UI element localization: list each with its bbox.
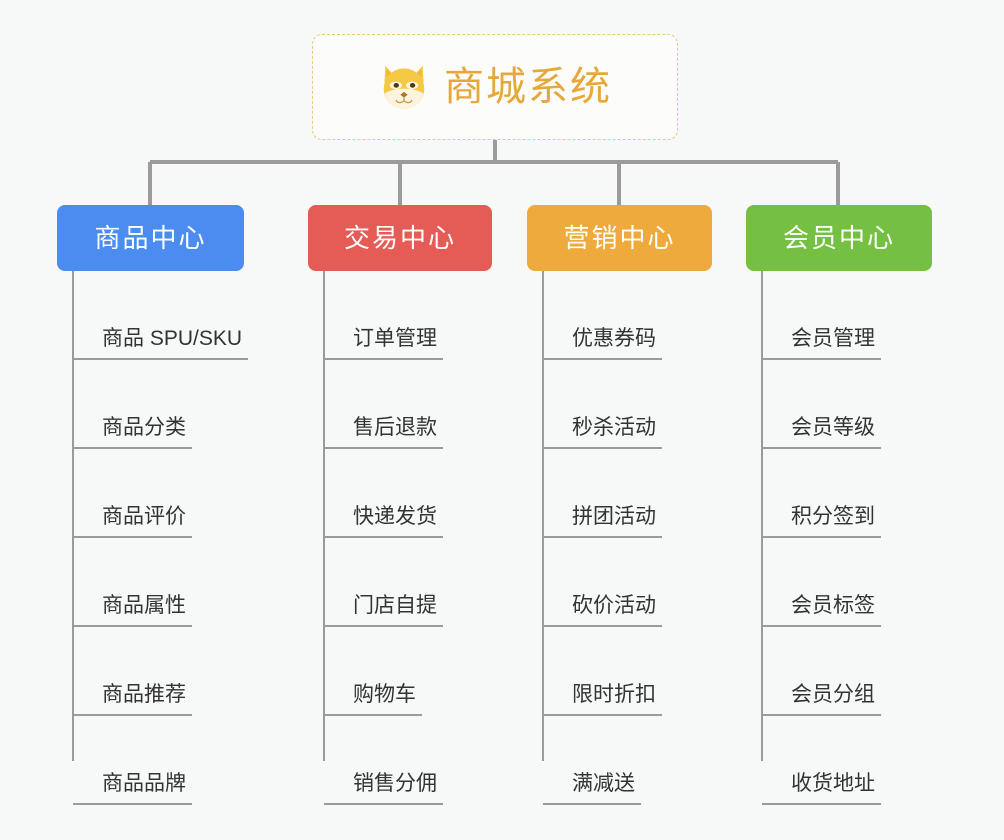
leaf-label: 售后退款 [324,417,443,449]
branch-product-center: 商品中心商品 SPU/SKU 商品分类商品评价商品属性商品推荐商品品牌 [57,205,249,805]
leaf-node[interactable]: 订单管理 [324,271,492,360]
leaf-label: 商品评价 [73,506,192,538]
branch-header-label: 商品中心 [94,223,207,253]
leaf-node[interactable]: 售后退款 [324,360,492,449]
leaf-label: 会员管理 [762,328,881,360]
leaf-node[interactable]: 秒杀活动 [543,360,712,449]
leaf-label: 订单管理 [324,328,443,360]
branch-trade-center: 交易中心订单管理售后退款快递发货门店自提购物车销售分佣 [308,205,492,805]
leaf-label: 积分签到 [762,506,881,538]
branch-header-member-center[interactable]: 会员中心 [746,205,932,271]
leaf-label: 会员等级 [762,417,881,449]
leaf-label: 会员标签 [762,595,881,627]
branch-header-label: 交易中心 [343,223,456,253]
leaf-node[interactable]: 限时折扣 [543,627,712,716]
leaf-node[interactable]: 会员等级 [762,360,932,449]
branch-member-center: 会员中心会员管理会员等级积分签到会员标签会员分组收货地址 [746,205,932,805]
branch-header-product-center[interactable]: 商品中心 [57,205,244,271]
leaf-node[interactable]: 砍价活动 [543,538,712,627]
leaf-node[interactable]: 商品分类 [73,360,244,449]
branch-children-marketing-center: 优惠券码秒杀活动拼团活动砍价活动限时折扣满减送 [527,271,712,805]
leaf-node[interactable]: 商品品牌 [73,716,244,805]
branch-header-marketing-center[interactable]: 营销中心 [527,205,712,271]
leaf-label: 收货地址 [762,773,881,805]
branch-header-label: 营销中心 [563,223,676,253]
leaf-node[interactable]: 销售分佣 [324,716,492,805]
leaf-label: 秒杀活动 [543,417,662,449]
branch-header-label: 会员中心 [782,223,895,253]
leaf-node[interactable]: 商品推荐 [73,627,244,716]
branch-children-trade-center: 订单管理售后退款快递发货门店自提购物车销售分佣 [308,271,492,805]
leaf-label: 商品推荐 [73,684,192,716]
leaf-label: 销售分佣 [324,773,443,805]
leaf-label: 快递发货 [324,506,443,538]
leaf-label: 商品品牌 [73,773,192,805]
leaf-node[interactable]: 商品 SPU/SKU [73,271,249,360]
leaf-node[interactable]: 优惠券码 [543,271,712,360]
leaf-label: 砍价活动 [543,595,662,627]
leaf-node[interactable]: 积分签到 [762,449,932,538]
branch-spine [542,271,544,761]
branch-spine [323,271,325,761]
leaf-node[interactable]: 会员标签 [762,538,932,627]
leaf-label: 商品分类 [73,417,192,449]
branch-spine [72,271,74,761]
leaf-node[interactable]: 会员分组 [762,627,932,716]
branch-marketing-center: 营销中心优惠券码秒杀活动拼团活动砍价活动限时折扣满减送 [527,205,712,805]
shiba-dog-face-icon [383,65,425,109]
leaf-node[interactable]: 快递发货 [324,449,492,538]
leaf-node[interactable]: 收货地址 [762,716,932,805]
leaf-node[interactable]: 商品属性 [73,538,244,627]
leaf-node[interactable]: 拼团活动 [543,449,712,538]
leaf-node[interactable]: 满减送 [543,716,712,805]
leaf-node[interactable]: 会员管理 [762,271,932,360]
leaf-node[interactable]: 门店自提 [324,538,492,627]
leaf-node[interactable]: 购物车 [324,627,492,716]
leaf-node[interactable]: 商品评价 [73,449,244,538]
branch-children-product-center: 商品 SPU/SKU 商品分类商品评价商品属性商品推荐商品品牌 [57,271,249,805]
leaf-label: 限时折扣 [543,684,662,716]
root-title: 商城系统 [444,65,612,109]
branch-children-member-center: 会员管理会员等级积分签到会员标签会员分组收货地址 [746,271,932,805]
leaf-label: 商品属性 [73,595,192,627]
branch-spine [761,271,763,761]
leaf-label: 商品 SPU/SKU [73,328,249,360]
root-node[interactable]: 商城系统 [312,34,678,140]
leaf-label: 门店自提 [324,595,443,627]
leaf-label: 会员分组 [762,684,881,716]
leaf-label: 购物车 [324,684,422,716]
leaf-label: 满减送 [543,773,641,805]
branch-header-trade-center[interactable]: 交易中心 [308,205,492,271]
leaf-label: 优惠券码 [543,328,662,360]
leaf-label: 拼团活动 [543,506,662,538]
